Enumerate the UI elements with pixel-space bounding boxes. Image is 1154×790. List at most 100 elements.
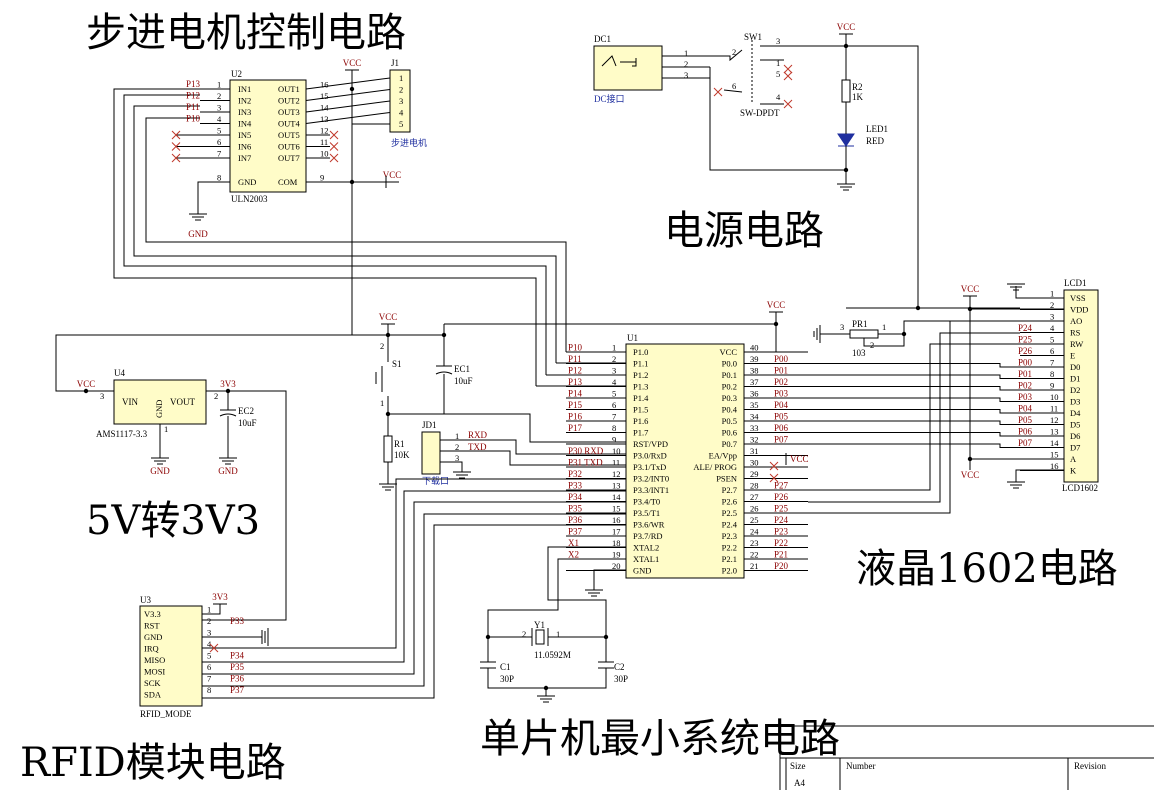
tb-revision-label: Revision: [1074, 761, 1107, 771]
wire: [744, 324, 777, 353]
wires: [55, 34, 1064, 699]
u3-net-label: P37: [230, 685, 245, 695]
u4-pin1: 1: [164, 424, 168, 434]
u1-pin-number: 31: [750, 446, 759, 456]
u1-net-label: P02: [774, 377, 788, 387]
wire: [808, 363, 1020, 368]
lcd1-pin-number: 3: [1050, 312, 1054, 322]
sw1-label: SW-DPDT: [740, 108, 780, 118]
sw1-pin: 6: [732, 81, 736, 91]
lcd1-pin-name: A: [1070, 454, 1077, 464]
dc1-ref: DC1: [594, 34, 611, 44]
u2-pin-number: 16: [320, 80, 329, 90]
u2-net-label: P12: [186, 91, 200, 101]
u1-pin-name: P2.4: [722, 520, 738, 530]
wire: [863, 334, 905, 347]
u2-net-label: P13: [186, 79, 201, 89]
uln2003-part: ULN2003: [231, 194, 268, 204]
u1-pin-name: P3.2/INT0: [633, 474, 669, 484]
u1-net-label: X2: [568, 550, 579, 560]
u3-net-label: P34: [230, 651, 245, 661]
dc1-symbol: [601, 55, 637, 67]
sw1-ref: SW1: [744, 32, 762, 42]
u2-pin-name: OUT7: [278, 153, 300, 163]
gnd-symbol: [837, 183, 855, 191]
ec1-ref: EC1: [454, 364, 470, 374]
vcc-label: VCC: [379, 312, 398, 322]
u1-pin-name: P1.5: [633, 405, 648, 415]
ec2-value: 10uF: [238, 418, 257, 428]
u4-body: [113, 379, 207, 425]
lcd1-net-label: P03: [1018, 392, 1033, 402]
led1-ref: LED1: [866, 124, 888, 134]
junction-dot: [349, 179, 355, 185]
u1-pin-name: P3.5/T1: [633, 508, 660, 518]
wire: [305, 112, 391, 124]
u1-net-label: P36: [568, 515, 583, 525]
u1-pin-name: P3.7/RD: [633, 531, 663, 541]
title-rfid: RFID模块电路: [20, 740, 286, 786]
u2-pin-number: 12: [320, 126, 329, 136]
y1-pin2: 2: [522, 629, 526, 639]
u1-pin-name: P0.0: [722, 359, 737, 369]
vcc-label: VCC: [837, 22, 856, 32]
u1-pin-number: 7: [612, 412, 616, 422]
lcd1-part: LCD1602: [1062, 483, 1098, 493]
u1-pin-name: P0.3: [722, 393, 737, 403]
jd1-body: [421, 431, 441, 475]
u1-pin-name: XTAL1: [633, 554, 659, 564]
stepper-connector: J1 步进电机: [389, 58, 427, 148]
u2-pin-number: 11: [320, 137, 328, 147]
u2-pin-number: 13: [320, 114, 329, 124]
dc1-label: DC接口: [594, 93, 625, 104]
jd1-label: 下载口: [422, 475, 449, 486]
wire: [202, 390, 287, 621]
gnd-symbol: [151, 457, 169, 465]
wire: [123, 94, 547, 375]
u1-pin-name: P3.4/T0: [633, 497, 660, 507]
u1-net-label: P11: [568, 354, 582, 364]
u1-net-label: P04: [774, 400, 789, 410]
title-mcu: 单片机最小系统电路: [480, 716, 840, 762]
lcd1-pin-name: D7: [1070, 443, 1080, 453]
u1-pin-number: 34: [750, 412, 759, 422]
u2-pin-name: GND: [238, 177, 256, 187]
wire: [202, 501, 566, 675]
junction-dot: [385, 411, 391, 417]
wire: [202, 490, 566, 663]
wire: [662, 77, 846, 171]
u1-pin-number: 39: [750, 354, 759, 364]
sw1-pin: 3: [776, 36, 780, 46]
s1-ref: S1: [392, 359, 402, 369]
wire: [808, 386, 1020, 391]
wire: [388, 374, 445, 415]
junction-dot: [385, 332, 391, 338]
sw1-pin: 2: [732, 47, 736, 57]
u1-net-label: P33: [568, 481, 583, 491]
u1-net-label: P13: [568, 377, 583, 387]
sw1-pin: 1: [776, 58, 780, 68]
c1-value: 30P: [500, 674, 514, 684]
sw1-pin: 5: [776, 69, 780, 79]
wire: [662, 49, 743, 62]
u3-pin-number: 5: [207, 651, 211, 661]
u1-pin-number: 16: [612, 515, 621, 525]
junction-dot: [441, 332, 447, 338]
lcd1-pin-name: RW: [1070, 339, 1083, 349]
u1-net-label: P35: [568, 504, 583, 514]
u1-net-label: P30 RXD: [568, 446, 604, 456]
pr1-pin2: 2: [870, 340, 874, 350]
u1-pin-name: P3.1/TxD: [633, 462, 666, 472]
u1-pin-name: P2.0: [722, 566, 737, 576]
u1-pin-number: 22: [750, 550, 759, 560]
u2-pin-number: 15: [320, 91, 329, 101]
u1-pin-number: 25: [750, 515, 759, 525]
c2-value: 30P: [614, 674, 628, 684]
rfid-module: U3 RFID_MODE: [139, 595, 203, 719]
u1-net-label: P31 TXD: [568, 458, 603, 468]
uln2003-ref: U2: [231, 69, 242, 79]
tb-number-label: Number: [846, 761, 876, 771]
u1-net-label: P03: [774, 389, 789, 399]
wire: [305, 77, 391, 90]
